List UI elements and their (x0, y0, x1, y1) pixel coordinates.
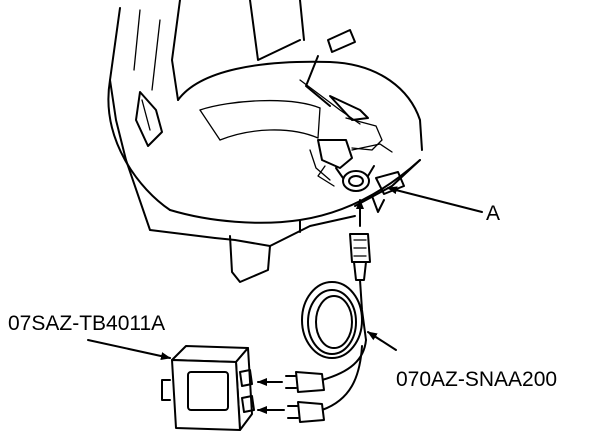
tester-leader (87, 339, 171, 360)
harness-leader (367, 331, 397, 351)
tester-box (161, 345, 255, 431)
harness-part-number-label: 070AZ-SNAA200 (396, 368, 557, 391)
label-a: A (486, 202, 500, 225)
tester-part-number-label: 07SAZ-TB4011A (8, 312, 165, 335)
label-a-leader (387, 186, 483, 213)
connector-a (335, 165, 375, 192)
test-harness-cable (285, 233, 371, 423)
tester-screen (187, 371, 229, 411)
seat-illustration (107, 0, 423, 283)
